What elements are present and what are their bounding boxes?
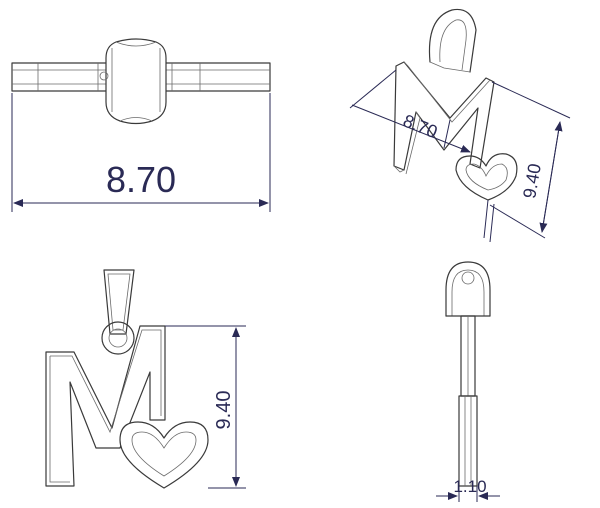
iso-thickness-dimension (483, 199, 495, 243)
top-view-bail (99, 38, 167, 125)
front-view: 9.40 (45, 269, 246, 489)
front-heart (119, 421, 209, 489)
iso-width-label: 8.70 (400, 111, 440, 143)
side-bail (445, 261, 491, 317)
iso-view: 8.70 9.40 (349, 8, 571, 243)
front-letter-m (45, 325, 166, 487)
top-view: 8.70 (11, 38, 271, 212)
side-thickness-dimension: 1.10 (436, 477, 500, 502)
side-view: 1.10 (436, 261, 500, 502)
front-bail (101, 269, 135, 355)
iso-height-label: 9.40 (519, 162, 545, 200)
front-height-label: 9.40 (213, 391, 235, 430)
iso-heart (455, 153, 518, 201)
top-width-label: 8.70 (106, 159, 176, 200)
iso-bail (428, 8, 477, 73)
iso-letter-m (393, 61, 495, 175)
iso-height-dimension: 9.40 (489, 81, 571, 239)
front-height-dimension: 9.40 (165, 325, 246, 489)
top-width-dimension: 8.70 (11, 93, 271, 212)
side-thickness-label: 1.10 (453, 477, 486, 496)
side-body (458, 315, 478, 487)
